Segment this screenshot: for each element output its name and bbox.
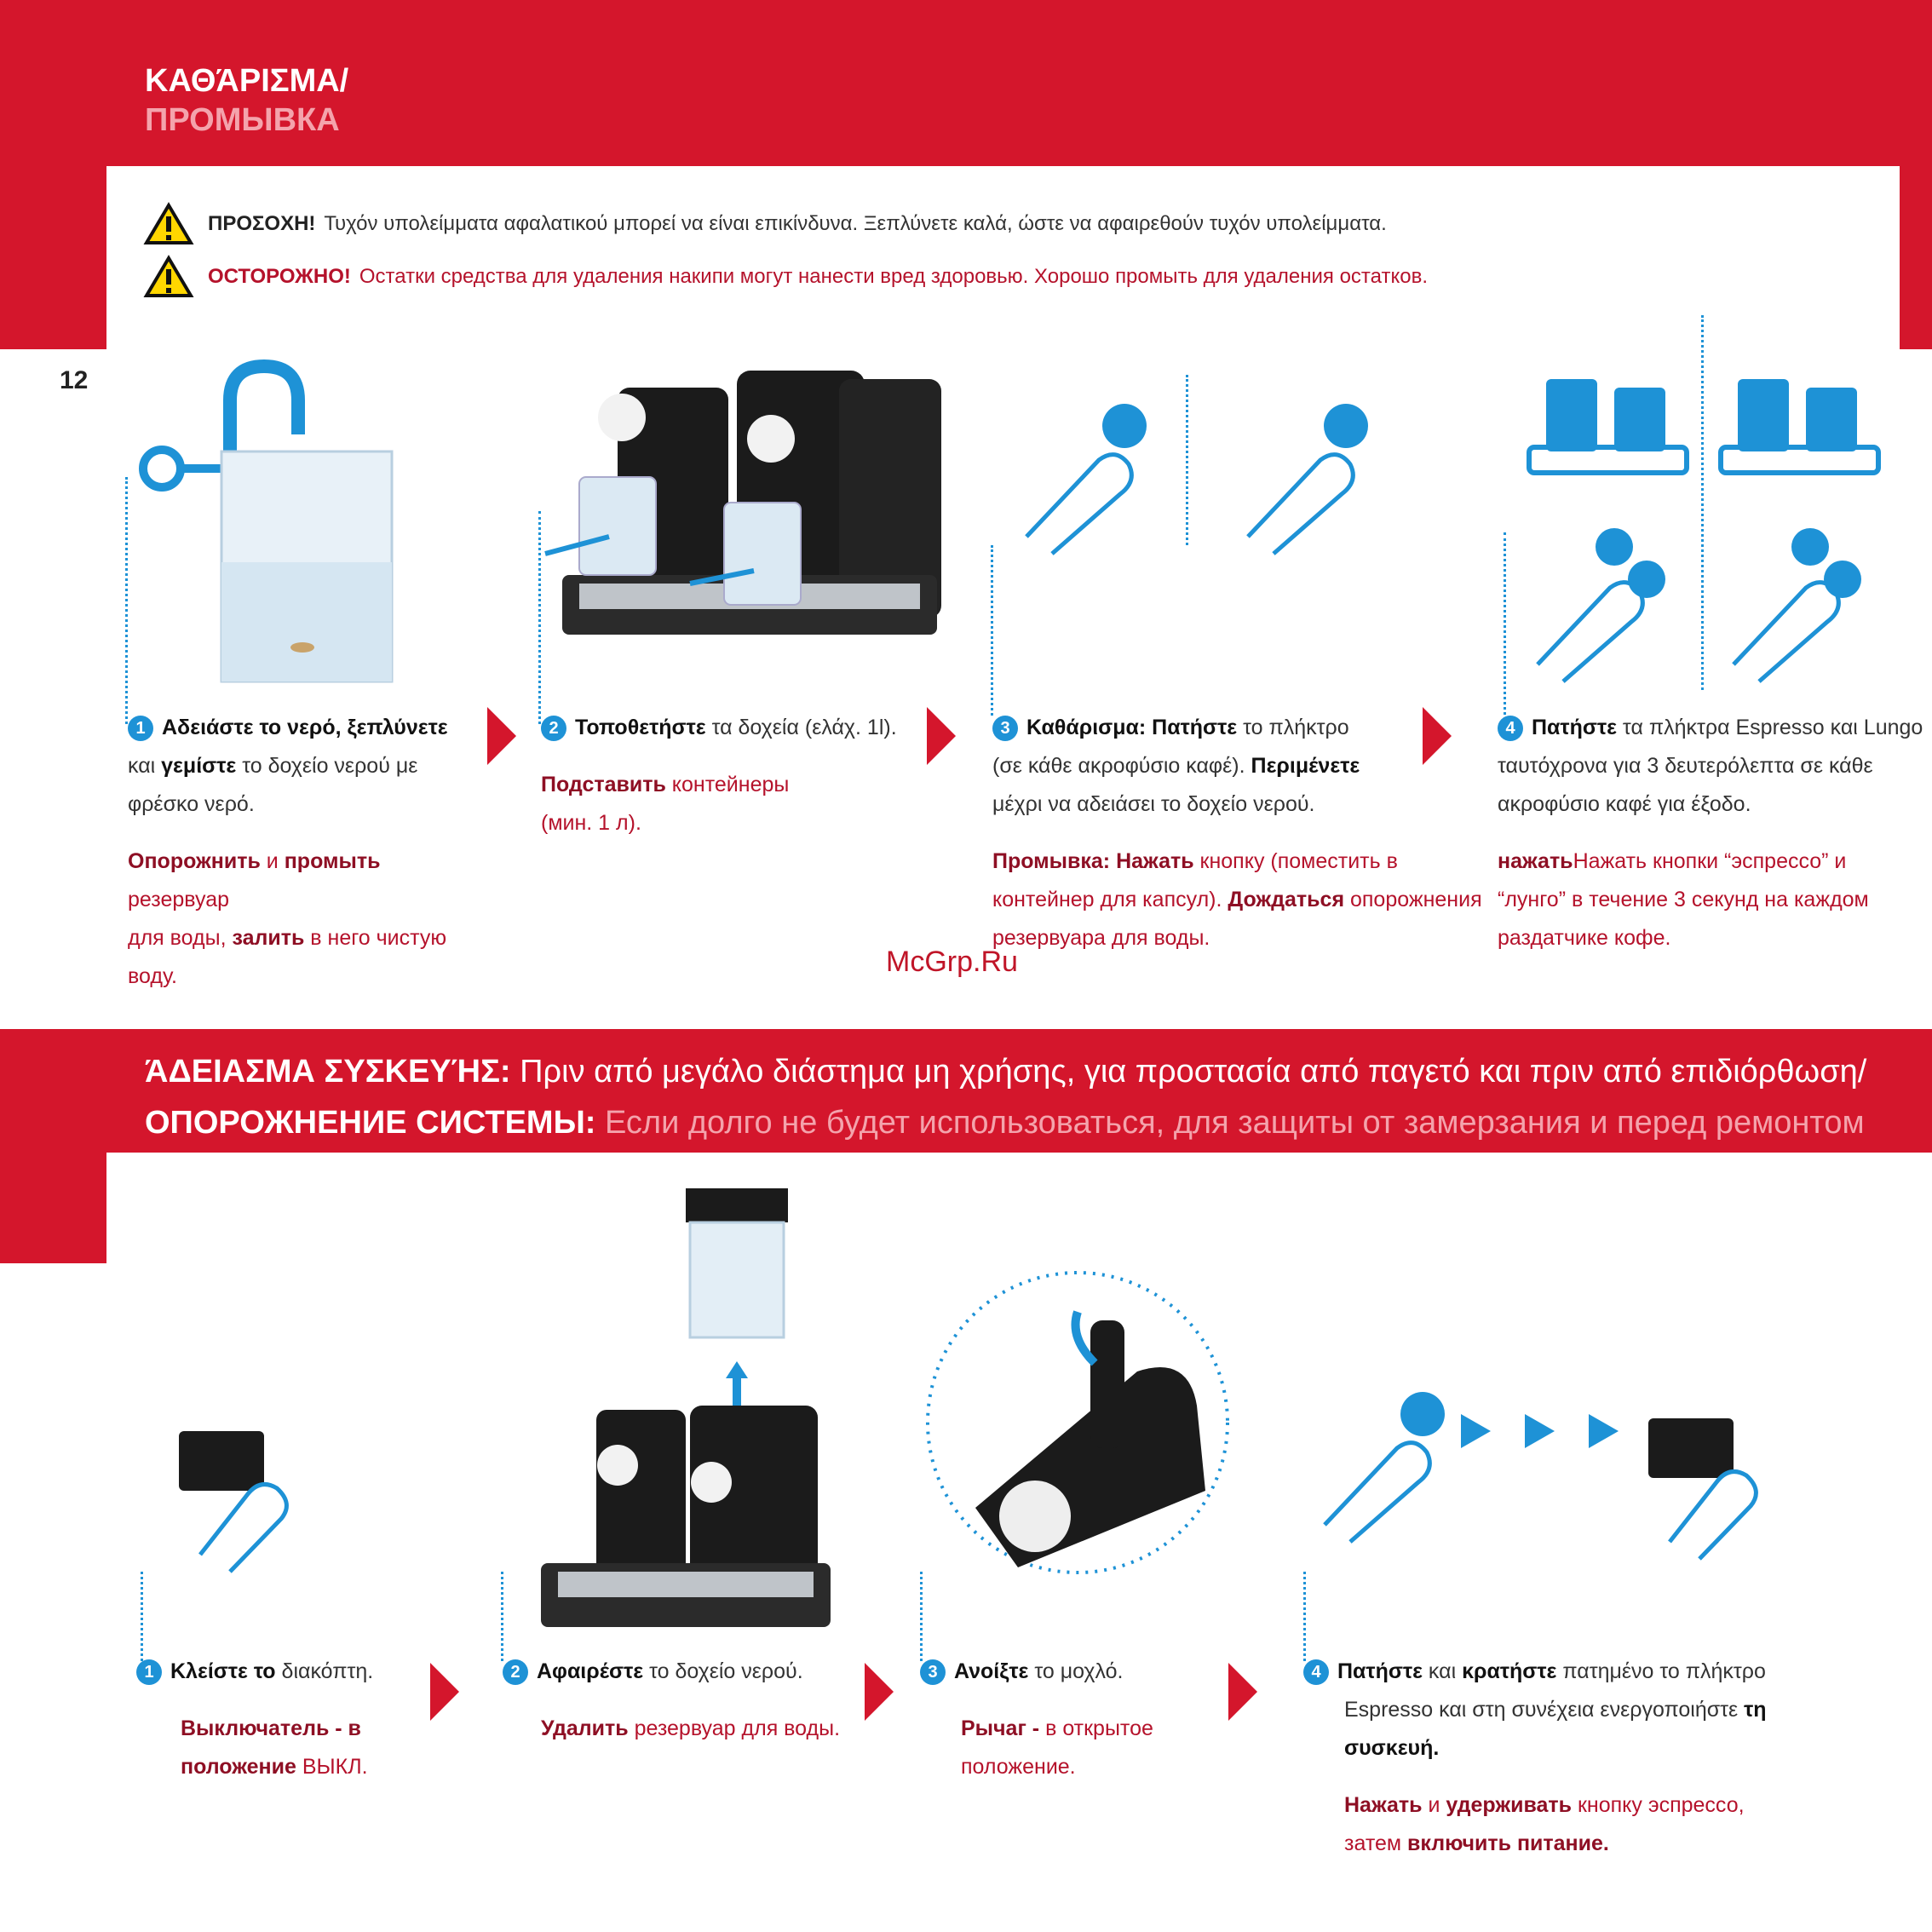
divider-dots bbox=[141, 1572, 143, 1661]
step-arrow bbox=[927, 707, 956, 765]
page-title: ΚΑΘΆΡΙΣΜΑ/ ПРОМЫВКА bbox=[145, 61, 348, 140]
finger-press-icon bbox=[1536, 528, 1665, 683]
step-number: 2 bbox=[541, 716, 566, 742]
step-arrow bbox=[865, 1663, 894, 1721]
arrow-right-icon bbox=[1461, 1414, 1619, 1448]
finger-press-icon bbox=[1323, 1392, 1445, 1544]
section2-title-ru-bold: ОПОРОЖНЕНИЕ СИСТЕМЫ: bbox=[145, 1105, 596, 1141]
section2-title-gr: Πριν από μεγάλο διάστημα μη χρήσης, για … bbox=[510, 1054, 1867, 1090]
step-number: 4 bbox=[1498, 716, 1523, 742]
step-number: 1 bbox=[136, 1659, 162, 1686]
step-arrow bbox=[487, 707, 516, 765]
water-tank-icon bbox=[686, 1188, 788, 1339]
step-arrow bbox=[1423, 707, 1452, 765]
divider-dots bbox=[1701, 315, 1704, 690]
warning-gr: ΠΡΟΣΟΧΗ! Τυχόν υπολείμματα αφαλατικού μπ… bbox=[143, 202, 1387, 245]
section2-band-left bbox=[0, 1029, 106, 1263]
page-title-ru: ПРОМЫВКА bbox=[145, 102, 340, 138]
warning-label: ΠΡΟΣΟΧΗ! bbox=[208, 212, 316, 235]
section2-title-ru: Если долго не будет использоваться, для … bbox=[595, 1105, 1865, 1141]
arrow-up-icon bbox=[726, 1361, 748, 1434]
page-number: 12 bbox=[60, 366, 89, 394]
divider-dots bbox=[920, 1572, 923, 1661]
header-band bbox=[0, 0, 1932, 166]
section2-title: ΆΔΕΙΑΣΜΑ ΣΥΣΚΕΥΉΣ: Πριν από μεγάλο διάστ… bbox=[145, 1046, 1866, 1148]
divider-dots bbox=[1186, 375, 1188, 545]
step-arrow bbox=[430, 1663, 459, 1721]
step-number: 2 bbox=[503, 1659, 528, 1686]
finger-press-icon bbox=[1246, 404, 1368, 555]
divider-dots bbox=[991, 545, 993, 716]
warning-text: Остатки средства для удаления накипи мог… bbox=[359, 265, 1428, 288]
coffee-machine-icon bbox=[544, 371, 941, 635]
step-number: 1 bbox=[128, 716, 153, 742]
warning-label: ОСТОРОЖНО! bbox=[208, 265, 351, 288]
step-number: 4 bbox=[1303, 1659, 1329, 1686]
coffee-machine-icon bbox=[541, 1406, 831, 1627]
divider-dots bbox=[1303, 1572, 1306, 1661]
warning-triangle-icon bbox=[143, 202, 194, 244]
coffee-machine-icon bbox=[1718, 379, 1881, 475]
divider-dots bbox=[501, 1572, 503, 1661]
finger-press-icon bbox=[1732, 528, 1861, 683]
divider-dots bbox=[1504, 532, 1506, 720]
warning-triangle-icon bbox=[143, 255, 194, 297]
section2-title-gr-bold: ΆΔΕΙΑΣΜΑ ΣΥΣΚΕΥΉΣ: bbox=[145, 1054, 511, 1090]
step-number: 3 bbox=[992, 716, 1018, 742]
divider-dots bbox=[125, 477, 128, 724]
faucet-icon bbox=[139, 359, 305, 494]
water-tank-icon bbox=[220, 450, 394, 683]
page-title-gr: ΚΑΘΆΡΙΣΜΑ/ bbox=[145, 63, 349, 99]
lever-icon bbox=[926, 1271, 1229, 1574]
coffee-machine-icon bbox=[1527, 379, 1689, 475]
watermark: McGrp.Ru bbox=[886, 946, 1018, 978]
divider-dots bbox=[538, 511, 541, 724]
header-band-right bbox=[1900, 0, 1932, 349]
section2-band bbox=[0, 1029, 1932, 1153]
power-switch-icon bbox=[1648, 1418, 1758, 1561]
step-arrow bbox=[1228, 1663, 1257, 1721]
warning-text: Τυχόν υπολείμματα αφαλατικού μπορεί να ε… bbox=[324, 212, 1387, 235]
header-band-left bbox=[0, 0, 106, 349]
finger-press-icon bbox=[1025, 404, 1147, 555]
step-number: 3 bbox=[920, 1659, 946, 1686]
power-switch-icon bbox=[179, 1431, 289, 1573]
warning-ru: ОСТОРОЖНО! Остатки средства для удаления… bbox=[143, 255, 1428, 298]
